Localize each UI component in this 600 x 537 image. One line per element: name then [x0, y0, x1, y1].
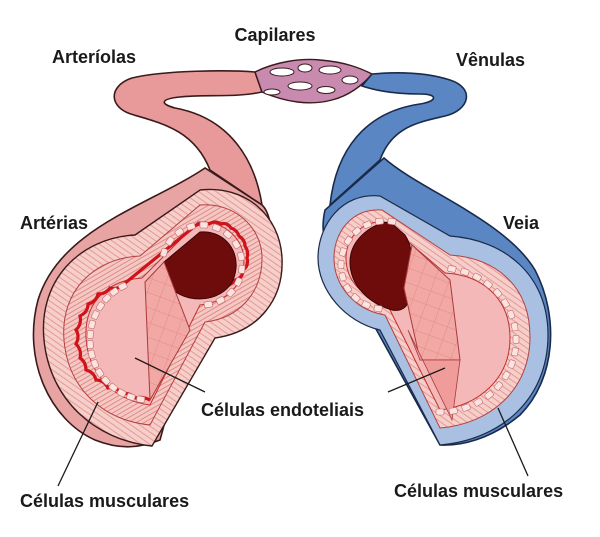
- endothelial-cell: [186, 222, 196, 231]
- capillary-hole: [297, 63, 313, 73]
- capillary-bed: [254, 58, 374, 104]
- label-vein: Veia: [503, 213, 540, 233]
- endothelial-cell: [165, 236, 175, 246]
- label-capillaries: Capilares: [234, 25, 315, 45]
- endothelial-cell: [339, 247, 347, 257]
- endothelial-cell: [352, 226, 362, 236]
- muscle-leader-right: [497, 407, 529, 477]
- artery-cut-face: [144, 261, 191, 402]
- endothelial-cell: [86, 329, 94, 339]
- endothelial-cell: [338, 272, 347, 282]
- endothelial-cell: [108, 382, 118, 392]
- endothelial-cell: [160, 247, 168, 258]
- endothelial-cell: [507, 309, 516, 320]
- endothelial-cell: [473, 397, 483, 407]
- endothelial-cell: [234, 277, 243, 287]
- endothelial-cell: [501, 370, 511, 381]
- endothelial-cell: [116, 388, 127, 398]
- muscle-leader-left: [57, 401, 99, 487]
- endothelial-cell: [493, 381, 504, 391]
- endothelial-cell: [95, 367, 105, 378]
- endothelial-cell: [118, 282, 128, 291]
- endothelial-cell: [211, 223, 222, 232]
- endothelial-cell: [472, 272, 482, 282]
- endothelial-leader-right: [387, 367, 446, 393]
- endothelial-cell: [387, 217, 397, 226]
- capillary-hole: [318, 65, 342, 75]
- endothelial-cell: [484, 390, 494, 400]
- endothelial-cell: [90, 359, 100, 369]
- venous-vessels: [317, 72, 552, 446]
- label-venules: Vênulas: [456, 50, 525, 70]
- endothelial-cell: [238, 264, 246, 274]
- endothelial-cell: [351, 293, 361, 303]
- endothelial-cell: [109, 287, 119, 297]
- capillary-hole: [316, 86, 336, 94]
- endothelial-cell: [507, 359, 516, 369]
- endothelial-cell: [493, 288, 503, 298]
- label-arteries: Artérias: [20, 213, 88, 233]
- endothelial-cell: [483, 279, 493, 289]
- endothelial-cell: [460, 267, 470, 276]
- endothelial-cell: [226, 287, 236, 298]
- arterial-vessels: [32, 70, 283, 448]
- endothelial-cell: [361, 300, 371, 310]
- label-muscle-cells-right: Células musculares: [394, 481, 563, 501]
- endothelial-cell: [136, 395, 146, 403]
- label-endothelial-cells: Células endoteliais: [201, 400, 364, 420]
- endothelial-cell: [174, 227, 185, 237]
- capillary-hole: [287, 81, 313, 91]
- label-muscle-cells-left: Células musculares: [20, 491, 189, 511]
- artery-endothelial-cells: [86, 221, 246, 403]
- endothelial-cell: [500, 298, 510, 308]
- endothelial-cell: [512, 334, 520, 344]
- endothelial-leader-left: [134, 357, 206, 393]
- endothelial-cell: [337, 260, 345, 269]
- endothelial-cell: [343, 283, 352, 294]
- capillary-hole: [341, 75, 359, 85]
- endothelial-cell: [86, 339, 94, 349]
- endothelial-cell: [101, 375, 111, 386]
- endothelial-cell: [223, 229, 233, 239]
- endothelial-cell: [237, 251, 245, 261]
- endothelial-cell: [203, 300, 213, 309]
- endothelial-cell: [362, 220, 372, 229]
- endothelial-cell: [435, 408, 445, 416]
- endothelial-cell: [87, 349, 96, 359]
- endothelial-cell: [91, 310, 100, 320]
- endothelial-cell: [231, 239, 241, 250]
- endothelial-cell: [199, 221, 209, 229]
- endothelial-cell: [510, 322, 519, 332]
- label-arterioles: Arteríolas: [52, 47, 136, 67]
- endothelial-cell: [215, 296, 226, 305]
- vein-endothelial-cells: [337, 217, 520, 416]
- endothelial-cell: [343, 235, 353, 246]
- endothelial-cell: [88, 319, 96, 330]
- capillary-hole: [263, 88, 281, 96]
- endothelial-cell: [102, 293, 112, 304]
- endothelial-cell: [448, 407, 458, 415]
- artery-elastic-lamina: [73, 220, 250, 402]
- vein-cut-face: [407, 329, 461, 422]
- endothelial-cell: [447, 265, 457, 273]
- capillary-hole: [269, 67, 295, 77]
- endothelial-cell: [126, 392, 136, 401]
- endothelial-cell: [461, 403, 471, 412]
- endothelial-cell: [511, 347, 519, 357]
- endothelial-cell: [373, 304, 383, 313]
- vein-valve: [403, 244, 461, 361]
- endothelial-cell: [374, 217, 384, 226]
- endothelial-cell: [95, 301, 105, 312]
